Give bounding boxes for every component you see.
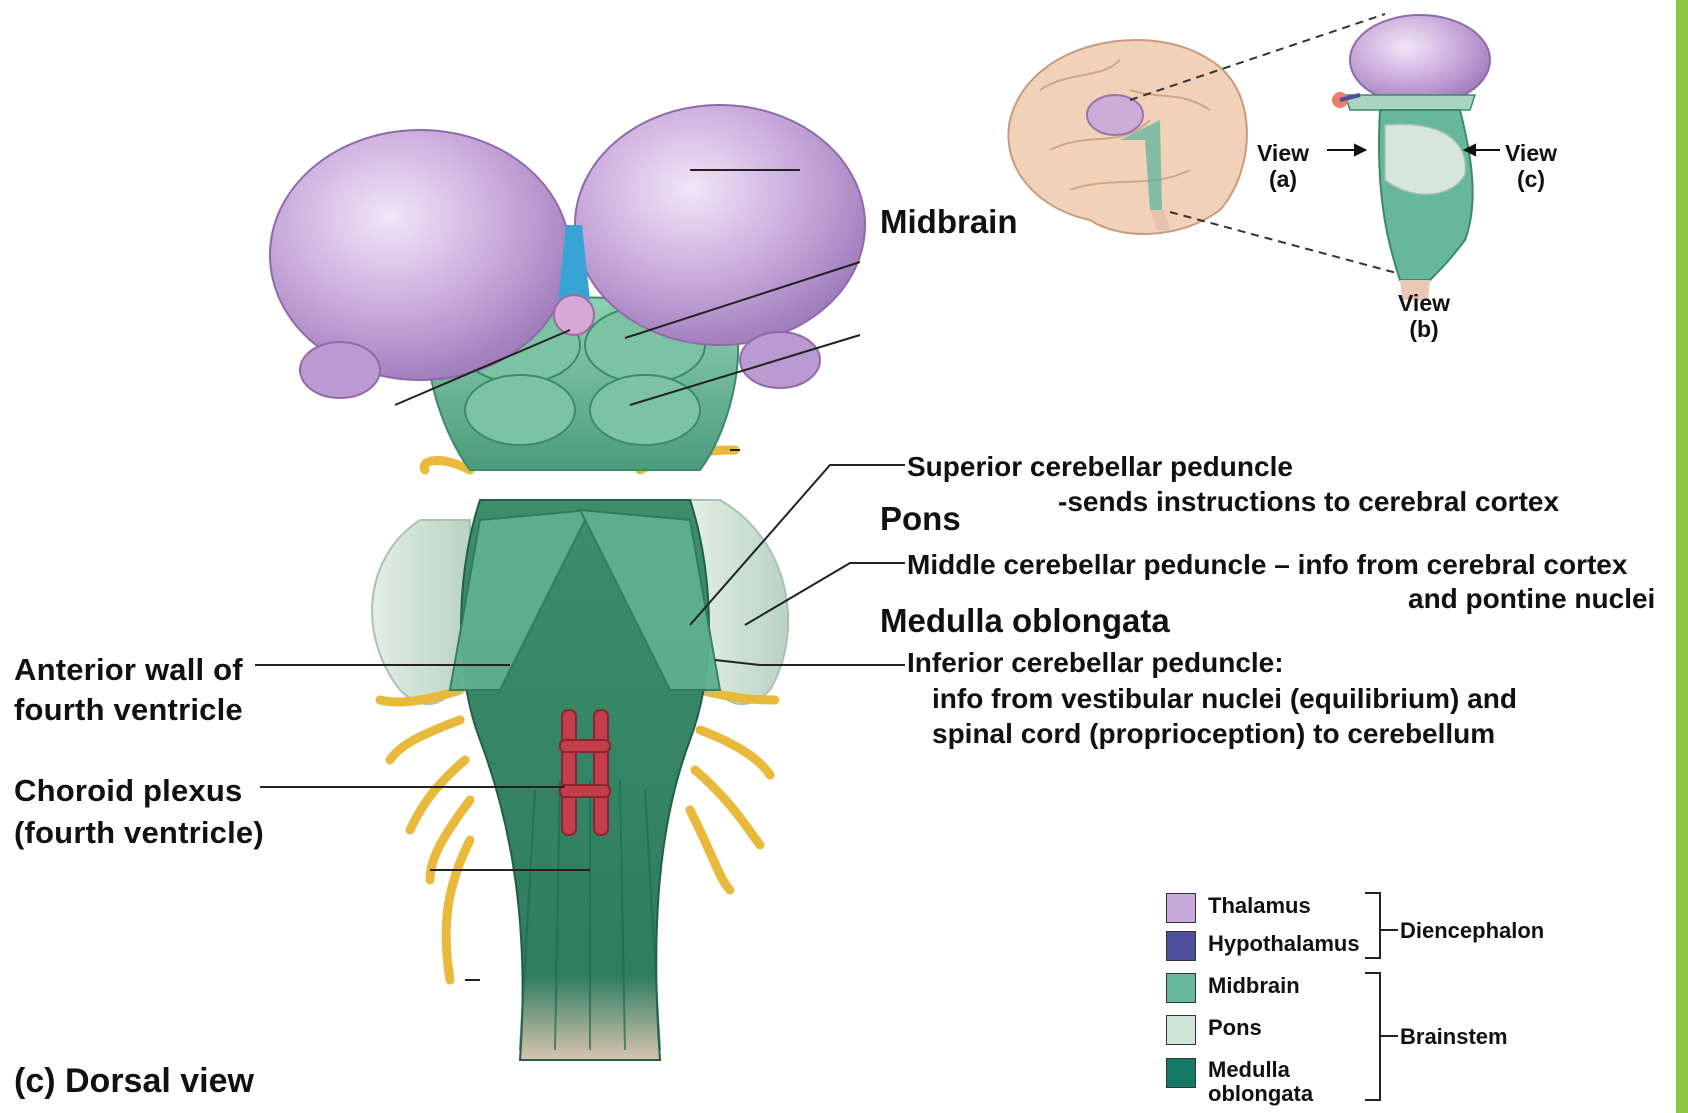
note-inferior-peduncle-2: spinal cord (proprioception) to cerebell… bbox=[932, 718, 1495, 750]
legend-group-diencephalon: Diencephalon bbox=[1400, 918, 1544, 944]
legend-group-brainstem: Brainstem bbox=[1400, 1024, 1508, 1050]
inset-view-a: View (a) bbox=[1257, 140, 1309, 192]
note-inferior-peduncle-1: info from vestibular nuclei (equilibrium… bbox=[932, 683, 1517, 715]
legend-brackets bbox=[1365, 893, 1398, 1100]
inset-view-a-2: (a) bbox=[1257, 166, 1309, 192]
region-pons: Pons bbox=[880, 500, 961, 538]
label-superior-peduncle: Superior cerebellar peduncle bbox=[907, 451, 1293, 483]
legend-item: Medulla oblongata bbox=[1166, 1058, 1328, 1106]
legend-label: Midbrain bbox=[1208, 973, 1300, 999]
legend-item: Midbrain bbox=[1166, 973, 1300, 1003]
legend-label: Medulla oblongata bbox=[1208, 1058, 1328, 1106]
legend-item: Hypothalamus bbox=[1166, 931, 1360, 961]
view-caption: (c) Dorsal view bbox=[14, 1062, 254, 1101]
legend-item: Pons bbox=[1166, 1015, 1262, 1045]
inset-view-c: View (c) bbox=[1505, 140, 1557, 192]
label-choroid-line1: Choroid plexus bbox=[14, 770, 264, 812]
label-inferior-peduncle: Inferior cerebellar peduncle: bbox=[907, 647, 1284, 679]
region-medulla: Medulla oblongata bbox=[880, 602, 1170, 640]
label-middle-peduncle: Middle cerebellar peduncle – info from c… bbox=[907, 549, 1627, 581]
region-midbrain: Midbrain bbox=[880, 203, 1018, 241]
label-anterior-wall-line2: fourth ventricle bbox=[14, 690, 243, 730]
label-anterior-wall-line1: Anterior wall of bbox=[14, 650, 243, 690]
note-middle-peduncle: and pontine nuclei bbox=[1408, 583, 1655, 615]
legend-swatch bbox=[1166, 1058, 1196, 1088]
inset-illustration bbox=[1008, 14, 1500, 300]
legend-swatch bbox=[1166, 893, 1196, 923]
label-anterior-wall: Anterior wall of fourth ventricle bbox=[14, 650, 243, 730]
legend-label: Thalamus bbox=[1208, 893, 1311, 919]
inset-view-c-1: View bbox=[1505, 140, 1557, 166]
legend-label: Hypothalamus bbox=[1208, 931, 1360, 957]
thalamus-left bbox=[270, 130, 570, 380]
legend-swatch bbox=[1166, 931, 1196, 961]
label-choroid-line2: (fourth ventricle) bbox=[14, 812, 264, 854]
inset-view-b-2: (b) bbox=[1398, 316, 1450, 342]
note-superior-peduncle: -sends instructions to cerebral cortex bbox=[1058, 486, 1559, 518]
inset-view-b-1: View bbox=[1398, 290, 1450, 316]
legend-item: Thalamus bbox=[1166, 893, 1311, 923]
label-choroid-plexus: Choroid plexus (fourth ventricle) bbox=[14, 770, 264, 854]
inset-view-c-2: (c) bbox=[1505, 166, 1557, 192]
thalamus-right bbox=[575, 105, 865, 345]
legend-swatch bbox=[1166, 1015, 1196, 1045]
legend-label: Pons bbox=[1208, 1015, 1262, 1041]
pineal-gland bbox=[554, 295, 594, 335]
inset-view-a-1: View bbox=[1257, 140, 1309, 166]
inset-view-b: View (b) bbox=[1398, 290, 1450, 342]
legend-swatch bbox=[1166, 973, 1196, 1003]
right-accent-bar bbox=[1676, 0, 1688, 1113]
thalamus-left-lobe-small bbox=[300, 342, 380, 398]
